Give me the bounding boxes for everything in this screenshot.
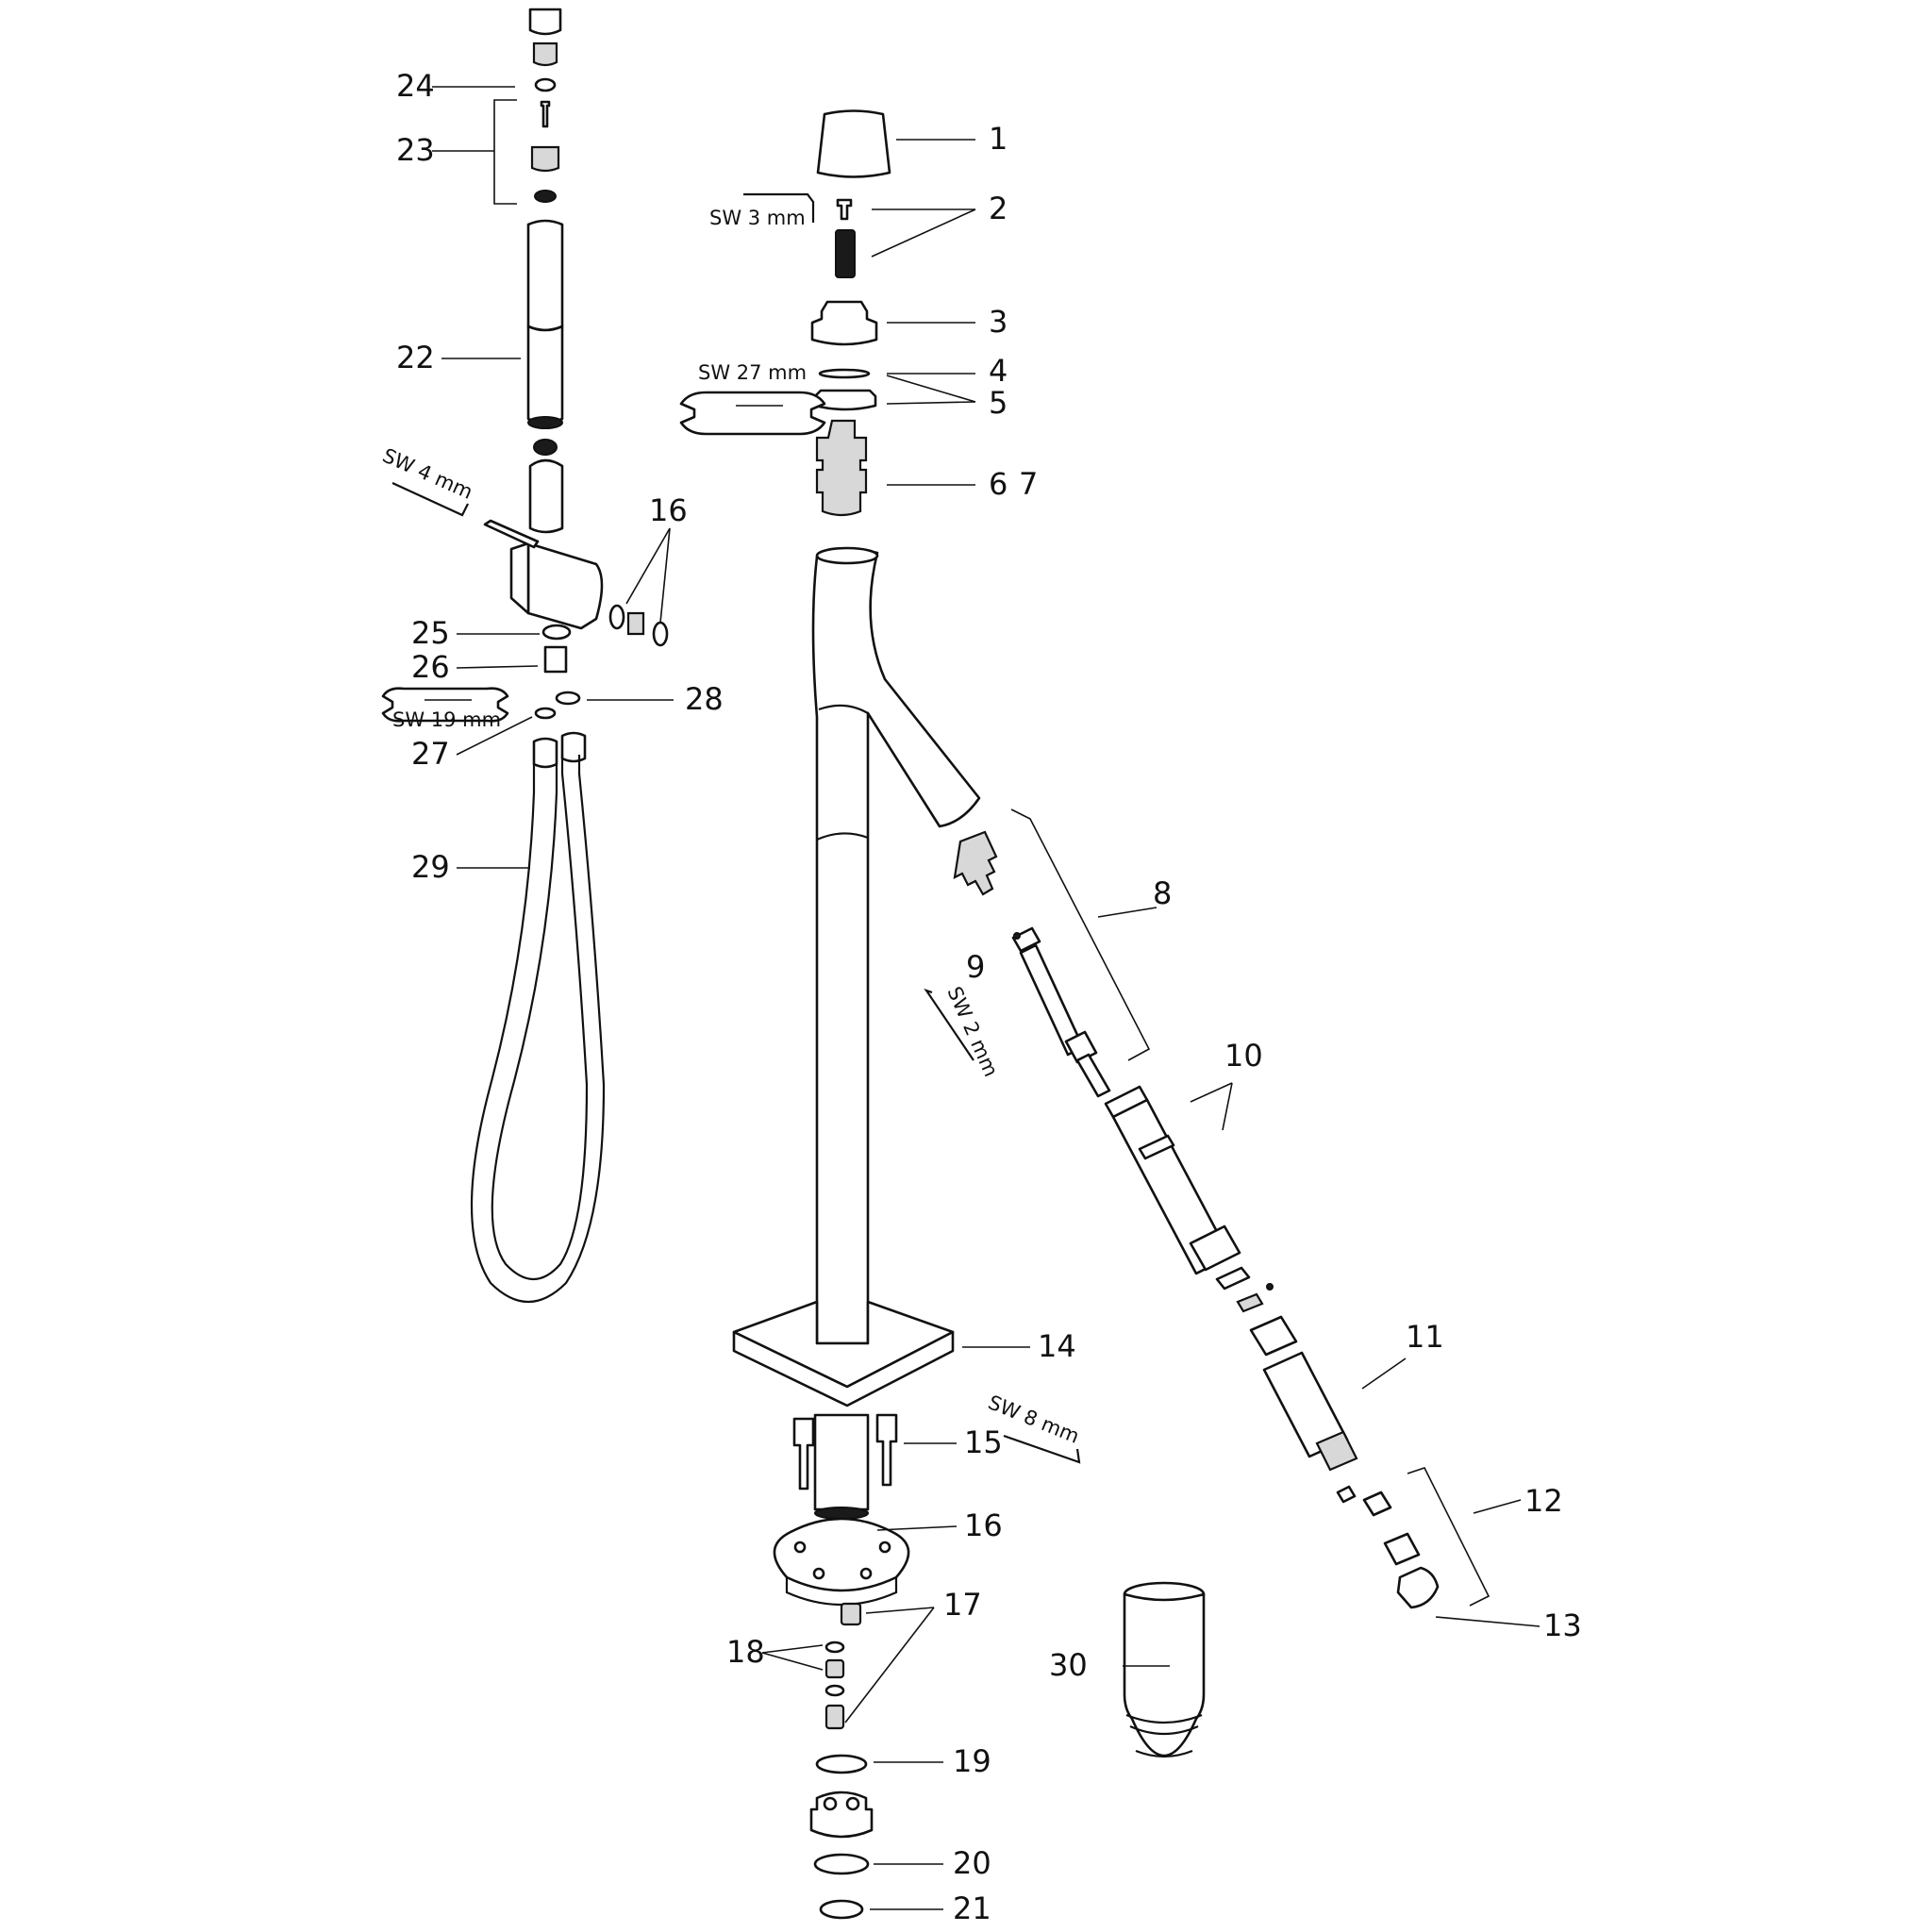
mount-tube [813, 1413, 870, 1511]
label-part-1: 1 [989, 121, 1008, 157]
label-part-26: 26 [411, 649, 450, 685]
part-28-washer [555, 691, 581, 706]
part-holder [528, 458, 564, 534]
part-18-oring-2 [824, 1684, 845, 1697]
part-12-parts [1315, 1430, 1440, 1609]
part-30-sleeve [1123, 1581, 1206, 1758]
hand-shower-parts [483, 8, 669, 769]
part-29-hose [470, 755, 606, 1303]
label-part-8: 8 [1153, 875, 1172, 911]
part-4-ring [818, 368, 871, 379]
part-2-screw [836, 198, 853, 221]
part-16-ring [814, 1507, 869, 1520]
part-15-bolt-left [792, 1417, 815, 1491]
part-20-cap [809, 1790, 874, 1839]
part-20-cap-hole-2 [845, 1796, 860, 1811]
label-part-17: 17 [943, 1587, 982, 1623]
label-part-16-upper: 16 [649, 492, 688, 528]
part-13-clip [1396, 1566, 1440, 1609]
label-part-5: 5 [989, 385, 1008, 421]
part-26-nut [543, 645, 568, 674]
label-part-19: 19 [953, 1743, 991, 1779]
leader-lines [432, 86, 1541, 1910]
part-3-adapter [810, 300, 878, 346]
flange-hole-1 [793, 1541, 807, 1554]
label-part-12: 12 [1524, 1483, 1563, 1519]
label-part-20: 20 [953, 1845, 991, 1881]
part-wall-bracket [526, 541, 604, 630]
part-1-cap [816, 109, 891, 178]
part-24-cap [528, 8, 562, 36]
label-part-21: 21 [953, 1890, 991, 1926]
label-tool-sw27: SW 27 mm [698, 361, 807, 384]
flange-hole-2 [878, 1541, 891, 1554]
label-tool-sw4: SW 4 mm [379, 444, 476, 504]
label-part-29: 29 [411, 849, 450, 885]
part-2-sleeve [835, 229, 856, 278]
spout-body [811, 547, 981, 1345]
part-19-oring [815, 1754, 868, 1774]
tool-sw4-allen-key [391, 482, 469, 517]
column-seam [818, 704, 869, 714]
label-part-18: 18 [726, 1634, 765, 1670]
part-6-7-cartridge [815, 419, 868, 517]
label-part-14: 14 [1038, 1328, 1076, 1364]
part-25-ring [541, 624, 572, 641]
spout-top-opening [815, 546, 879, 565]
part-18-insert [824, 1658, 845, 1679]
part-17-insert-lower [824, 1704, 845, 1730]
label-part-6: 6 [989, 466, 1008, 502]
tool-sw3-allen-key [743, 192, 815, 223]
label-part-13: 13 [1543, 1607, 1582, 1643]
tool-sw19-wrench [381, 687, 509, 723]
label-part-23: 23 [396, 132, 435, 168]
label-part-24: 24 [396, 68, 435, 104]
label-part-16-lower: 16 [964, 1507, 1003, 1543]
label-part-25: 25 [411, 615, 450, 651]
label-part-9: 9 [966, 949, 985, 985]
label-tool-sw3: SW 3 mm [709, 207, 806, 229]
part-10-tube [1104, 1085, 1241, 1275]
part-5-nut [813, 389, 877, 411]
part-20-cap-hole-1 [823, 1796, 838, 1811]
part-22-handshower [526, 219, 564, 332]
label-part-15: 15 [964, 1424, 1003, 1460]
part-14-base-plate-edge [732, 1330, 955, 1407]
label-part-11: 11 [1406, 1319, 1444, 1355]
flange-hole-3 [812, 1567, 825, 1580]
part-18-oring-1 [824, 1641, 845, 1654]
part-21-oring [819, 1899, 864, 1920]
tool-sw27-wrench [679, 391, 826, 436]
part-23-insert [530, 145, 560, 173]
label-tool-sw2: SW 2 mm [942, 983, 1002, 1080]
label-part-3: 3 [989, 304, 1008, 340]
label-part-10: 10 [1224, 1038, 1263, 1074]
tool-sw2-allen-key [924, 988, 974, 1061]
part-17-insert-upper [840, 1602, 862, 1626]
label-part-27: 27 [411, 736, 450, 772]
part-24-oring [534, 77, 557, 92]
column-seam-lower [816, 832, 869, 841]
label-part-4: 4 [989, 353, 1008, 389]
part-11-sleeve-parts [1215, 1266, 1349, 1458]
part-20-oring [813, 1853, 870, 1875]
label-part-30: 30 [1049, 1647, 1088, 1683]
label-part-7: 7 [1019, 466, 1038, 502]
part-27-washer [534, 707, 557, 720]
label-part-2: 2 [989, 191, 1008, 226]
tool-sw8-allen-key [1003, 1434, 1081, 1464]
flange-hole-4 [859, 1567, 873, 1580]
label-part-22: 22 [396, 340, 435, 375]
label-part-28: 28 [685, 681, 724, 717]
label-tool-sw19: SW 19 mm [392, 708, 501, 731]
part-screw-4mm [483, 519, 540, 549]
part-15-bolt-right [875, 1413, 898, 1487]
part-8-diverter [953, 830, 1111, 1098]
